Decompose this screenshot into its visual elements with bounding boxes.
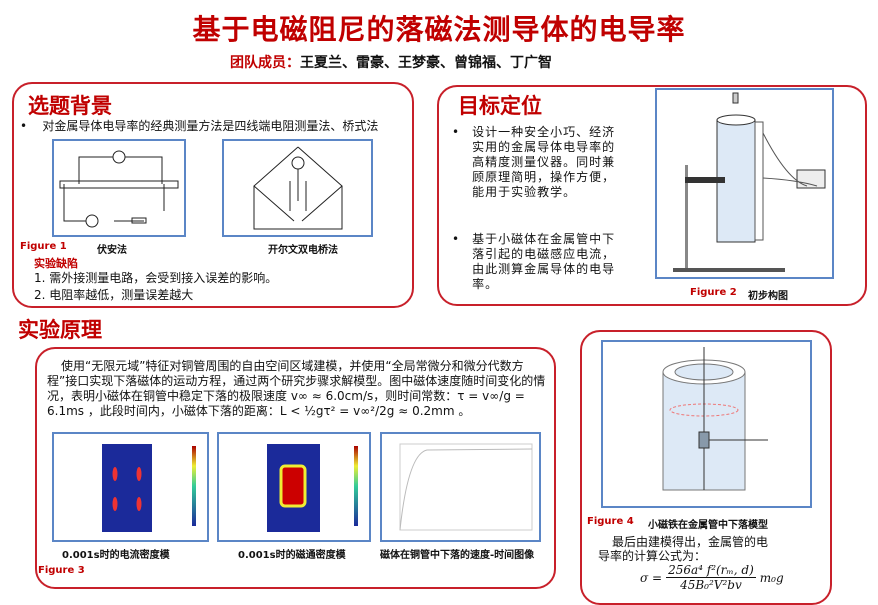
figure1-caption-right: 开尔文双电桥法 — [268, 245, 338, 256]
bullet-text: 基于小磁体在金属管中下落引起的电磁感应电流，由此测算金属导体的电导率。 — [472, 232, 616, 291]
background-heading: 选题背景 — [28, 94, 112, 118]
model-text: 最后由建模得出，金属管的电导率的计算公式为： — [598, 535, 769, 563]
members-label: 团队成员： — [230, 55, 300, 71]
apparatus-diagram — [673, 92, 826, 272]
goal-heading: 目标定位 — [458, 94, 542, 118]
bullet-text: 设计一种安全小巧、经济实用的金属导体电导率的高精度测量仪器。同时兼顾原理简明，操… — [472, 125, 616, 199]
velocity-time-plot — [380, 432, 541, 542]
goal-panel — [437, 85, 867, 306]
circuit-diagram — [59, 150, 179, 228]
figure3-caption-1: 0.001s时的电流密度模 — [62, 550, 170, 561]
current-density-plot — [52, 432, 209, 542]
figure3-caption-3: 磁体在铜管中下落的速度-时间图像 — [380, 550, 535, 561]
figure2-label: Figure 2 — [690, 287, 737, 298]
figure3-label: Figure 3 — [38, 565, 85, 576]
defect-heading: 实验缺陷 — [34, 257, 78, 270]
figure4-label: Figure 4 — [587, 516, 634, 527]
figure2-caption: 初步构图 — [748, 291, 788, 302]
flux-density-heatmap — [267, 444, 358, 532]
formula-lhs: σ = — [640, 570, 663, 585]
figure3-caption-2: 0.001s时的磁通密度模 — [238, 550, 346, 561]
goal-bullet-2: •基于小磁体在金属管中下落引起的电磁感应电流，由此测算金属导体的电导率。 — [452, 232, 627, 292]
bullet-text: 对金属导体电导率的经典测量方法是四线端电阻测量法、桥式法 — [42, 119, 379, 133]
falling-magnet-model-figure — [601, 340, 812, 508]
figure4-caption: 小磁铁在金属管中下落模型 — [648, 520, 768, 531]
current-density-heatmap — [102, 444, 196, 532]
principle-paragraph: 使用“无限元域”特征对铜管周围的自由空间区域建模，并使用“全局常微分和微分代数方… — [47, 359, 546, 418]
formula-numerator: 256a⁴ f²(rₘ, d) — [666, 563, 756, 578]
tube-model-diagram — [662, 347, 768, 491]
flux-density-plot — [217, 432, 371, 542]
velocity-time-curve — [399, 443, 533, 531]
voltammetry-circuit-figure — [52, 139, 186, 237]
background-bullet: • 对金属导体电导率的经典测量方法是四线端电阻测量法、桥式法 — [20, 119, 379, 133]
formula-fraction: 256a⁴ f²(rₘ, d)45B₀²V²bv — [666, 563, 756, 592]
bridge-diagram — [253, 146, 343, 230]
figure1-caption-left: 伏安法 — [97, 245, 127, 256]
defect-2: 2. 电阻率越低，测量误差越大 — [34, 288, 194, 302]
principle-panel — [35, 347, 556, 589]
defect-1: 1. 需外接测量电路，会受到接入误差的影响。 — [34, 271, 278, 285]
conductivity-formula: σ = 256a⁴ f²(rₘ, d)45B₀²V²bv m₀g — [640, 563, 784, 592]
background-panel — [12, 82, 414, 308]
team-members: 团队成员：王夏兰、雷豪、王梦豪、曾锦福、丁广智 — [230, 52, 552, 72]
formula-rhs: m₀g — [759, 570, 784, 585]
formula-denominator: 45B₀²V²bv — [680, 578, 742, 592]
principle-heading: 实验原理 — [18, 318, 102, 342]
goal-bullet-1: •设计一种安全小巧、经济实用的金属导体电导率的高精度测量仪器。同时兼顾原理简明，… — [452, 125, 627, 200]
apparatus-figure — [655, 88, 834, 279]
members-names: 王夏兰、雷豪、王梦豪、曾锦福、丁广智 — [300, 55, 552, 71]
poster-title: 基于电磁阻尼的落磁法测导体的电导率 — [192, 13, 686, 46]
figure1-label: Figure 1 — [20, 241, 67, 252]
kelvin-bridge-figure — [222, 139, 373, 237]
